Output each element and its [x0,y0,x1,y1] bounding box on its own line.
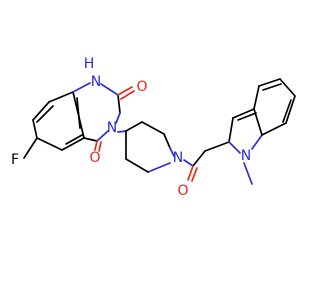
oxygen-atom-top: O [136,79,147,95]
nh-group: H N [84,56,102,90]
n-methyl-bond [243,162,253,185]
benzene-ring-fluorinated [32,91,85,151]
piperidine-ring [117,121,175,173]
carbonyl-top: O [117,79,148,100]
hydrogen-atom: H [84,56,95,72]
carbonyl-bottom: O [89,140,102,166]
nitrogen-atom-top: N [91,74,101,90]
fluorine-atom: F [11,152,19,168]
oxygen-atom-bottom: O [89,150,100,166]
indole-five-ring [228,108,263,154]
chemical-structure-diagram: F O O H N N N O [11,56,296,199]
indole-benzene-ring [253,78,296,136]
acetyl-linker [183,141,230,182]
quinazolinedione-ring [72,82,121,142]
oxygen-atom-amide: O [177,183,188,199]
nitrogen-atom-mid: N [107,120,117,136]
nitrogen-atom-indole: N [241,148,251,164]
nitrogen-atom-piperidine: N [173,150,183,166]
fluorine-substituent: F [11,137,38,168]
